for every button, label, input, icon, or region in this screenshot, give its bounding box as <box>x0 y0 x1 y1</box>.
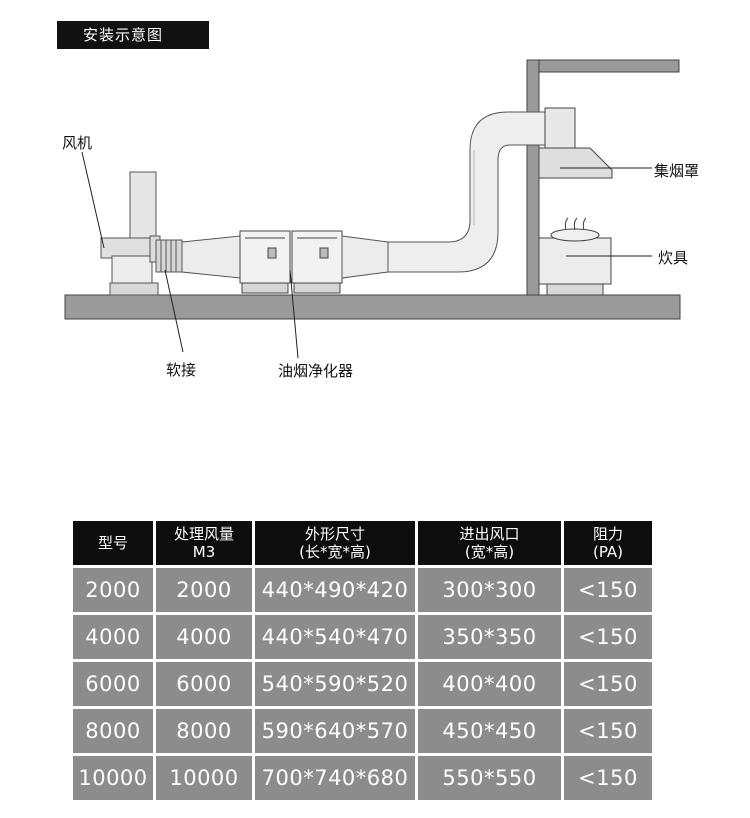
cell-resistance: <150 <box>564 615 652 659</box>
label-purifier: 油烟净化器 <box>278 362 354 380</box>
purifier-box-1 <box>239 230 291 294</box>
purifier-box-2 <box>291 230 343 294</box>
table-row: 6000 6000 540*590*520 400*400 <150 <box>73 662 652 706</box>
header-inlet-outlet: 进出风口(宽*高) <box>418 521 561 565</box>
duct-transition-left <box>181 235 241 279</box>
header-dimensions: 外形尺寸(长*宽*高) <box>255 521 415 565</box>
label-fan: 风机 <box>62 134 93 152</box>
cell-model: 2000 <box>73 568 153 612</box>
cell-resistance: <150 <box>564 709 652 753</box>
cell-airflow: 6000 <box>156 662 252 706</box>
label-hood: 集烟罩 <box>654 162 700 180</box>
fan-unit <box>100 171 161 296</box>
cell-airflow: 2000 <box>156 568 252 612</box>
cell-model: 4000 <box>73 615 153 659</box>
section-title: 安装示意图 <box>57 21 209 49</box>
label-stove: 炊具 <box>658 249 689 267</box>
cell-inlet-outlet: 400*400 <box>418 662 561 706</box>
cell-dimensions: 590*640*570 <box>255 709 415 753</box>
cell-airflow: 10000 <box>156 756 252 800</box>
header-resistance: 阻力(PA) <box>564 521 652 565</box>
riser-duct <box>387 111 546 273</box>
cell-model: 10000 <box>73 756 153 800</box>
callout-line-purifier <box>289 269 299 359</box>
cell-dimensions: 440*540*470 <box>255 615 415 659</box>
cell-airflow: 4000 <box>156 615 252 659</box>
cell-resistance: <150 <box>564 568 652 612</box>
cell-inlet-outlet: 550*550 <box>418 756 561 800</box>
soft-joint <box>155 239 183 273</box>
installation-diagram <box>64 59 681 359</box>
callout-line-fan <box>81 151 105 249</box>
cell-dimensions: 700*740*680 <box>255 756 415 800</box>
cell-inlet-outlet: 300*300 <box>418 568 561 612</box>
duct-transition-right <box>341 235 389 279</box>
header-model: 型号 <box>73 521 153 565</box>
cell-inlet-outlet: 450*450 <box>418 709 561 753</box>
cell-model: 8000 <box>73 709 153 753</box>
cell-inlet-outlet: 350*350 <box>418 615 561 659</box>
cell-model: 6000 <box>73 662 153 706</box>
hood <box>538 107 613 179</box>
cell-dimensions: 440*490*420 <box>255 568 415 612</box>
table-row: 4000 4000 440*540*470 350*350 <150 <box>73 615 652 659</box>
stove <box>538 217 612 296</box>
table-row: 10000 10000 700*740*680 550*550 <150 <box>73 756 652 800</box>
cell-resistance: <150 <box>564 662 652 706</box>
cell-resistance: <150 <box>564 756 652 800</box>
cell-airflow: 8000 <box>156 709 252 753</box>
floor <box>64 294 681 320</box>
cell-dimensions: 540*590*520 <box>255 662 415 706</box>
label-soft-joint: 软接 <box>166 361 197 379</box>
callout-line-soft-joint <box>164 269 184 353</box>
table-row: 2000 2000 440*490*420 300*300 <150 <box>73 568 652 612</box>
table-row: 8000 8000 590*640*570 450*450 <150 <box>73 709 652 753</box>
